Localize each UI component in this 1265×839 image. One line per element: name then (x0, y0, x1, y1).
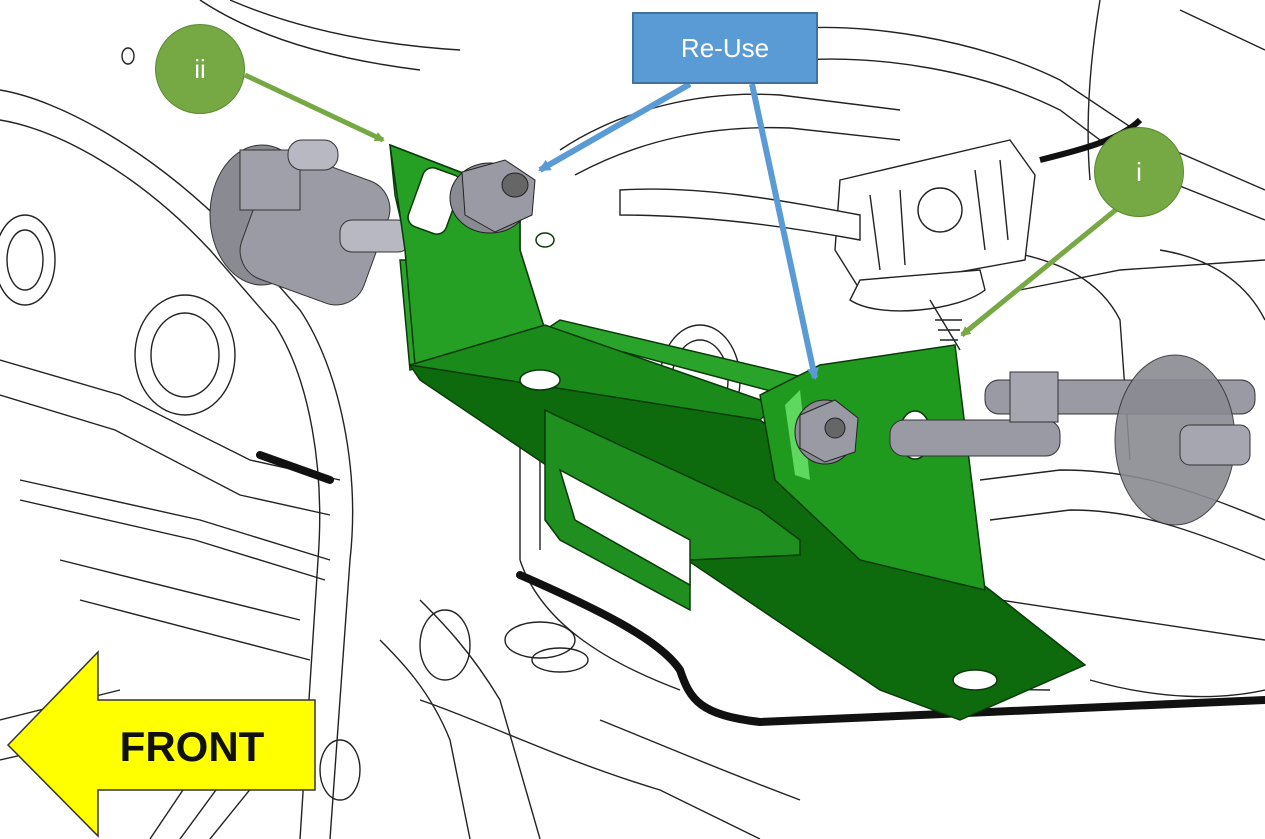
leader-arrow-icon (960, 206, 1120, 337)
callout-i-label: i (1136, 156, 1142, 187)
callout-ii: ii (155, 24, 245, 114)
wire-harness-upper (1039, 117, 1143, 163)
front-direction-arrow-icon (6, 650, 316, 838)
callout-ii-label: ii (194, 53, 206, 84)
leader-arrow-icon (749, 83, 819, 380)
leader-arrow-icon (538, 81, 692, 173)
hex-nut-icon (794, 399, 859, 465)
stud-bolt-icon (209, 139, 411, 306)
wire-harness (256, 451, 1265, 727)
reuse-callout: Re-Use (632, 12, 818, 84)
reuse-label: Re-Use (680, 32, 770, 63)
sensor-connector (619, 139, 1036, 351)
stud-bolt-icon (889, 354, 1256, 526)
callout-i: i (1094, 127, 1184, 217)
hex-nut-icon (449, 159, 536, 234)
leader-arrow-icon (243, 72, 385, 143)
front-label: FRONT (119, 723, 265, 770)
